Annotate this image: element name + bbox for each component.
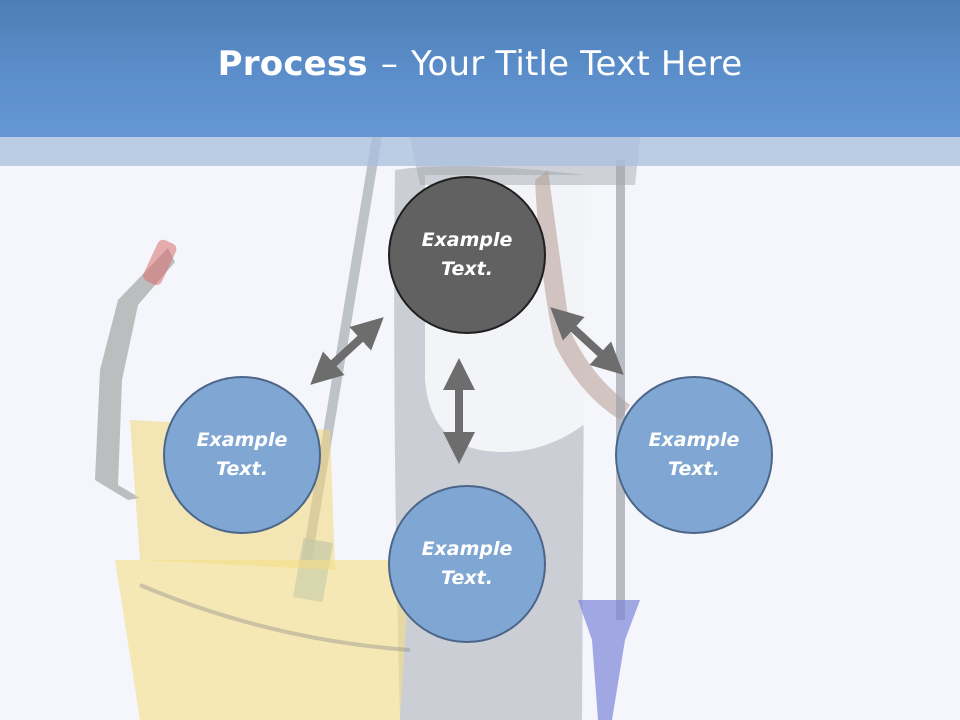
process-node-top: Example Text.	[388, 176, 546, 334]
title-bar: Process – Your Title Text Here	[0, 0, 960, 137]
node-label-line2: Text.	[216, 458, 268, 480]
node-label-line1: Example	[648, 429, 740, 451]
node-label-line1: Example	[421, 538, 513, 560]
node-label-line2: Text.	[441, 567, 493, 589]
process-node-left: Example Text.	[163, 376, 321, 534]
node-label-line1: Example	[421, 229, 513, 251]
slide-title: Process – Your Title Text Here	[218, 44, 743, 84]
title-text: Your Title Text Here	[411, 43, 743, 84]
node-label-line1: Example	[196, 429, 288, 451]
process-node-right: Example Text.	[615, 376, 773, 534]
title-bold: Process	[217, 43, 368, 84]
node-label-line2: Text.	[668, 458, 720, 480]
node-label-line2: Text.	[441, 258, 493, 280]
title-separator: –	[380, 43, 399, 84]
title-band	[0, 137, 960, 166]
process-node-bottom: Example Text.	[388, 485, 546, 643]
